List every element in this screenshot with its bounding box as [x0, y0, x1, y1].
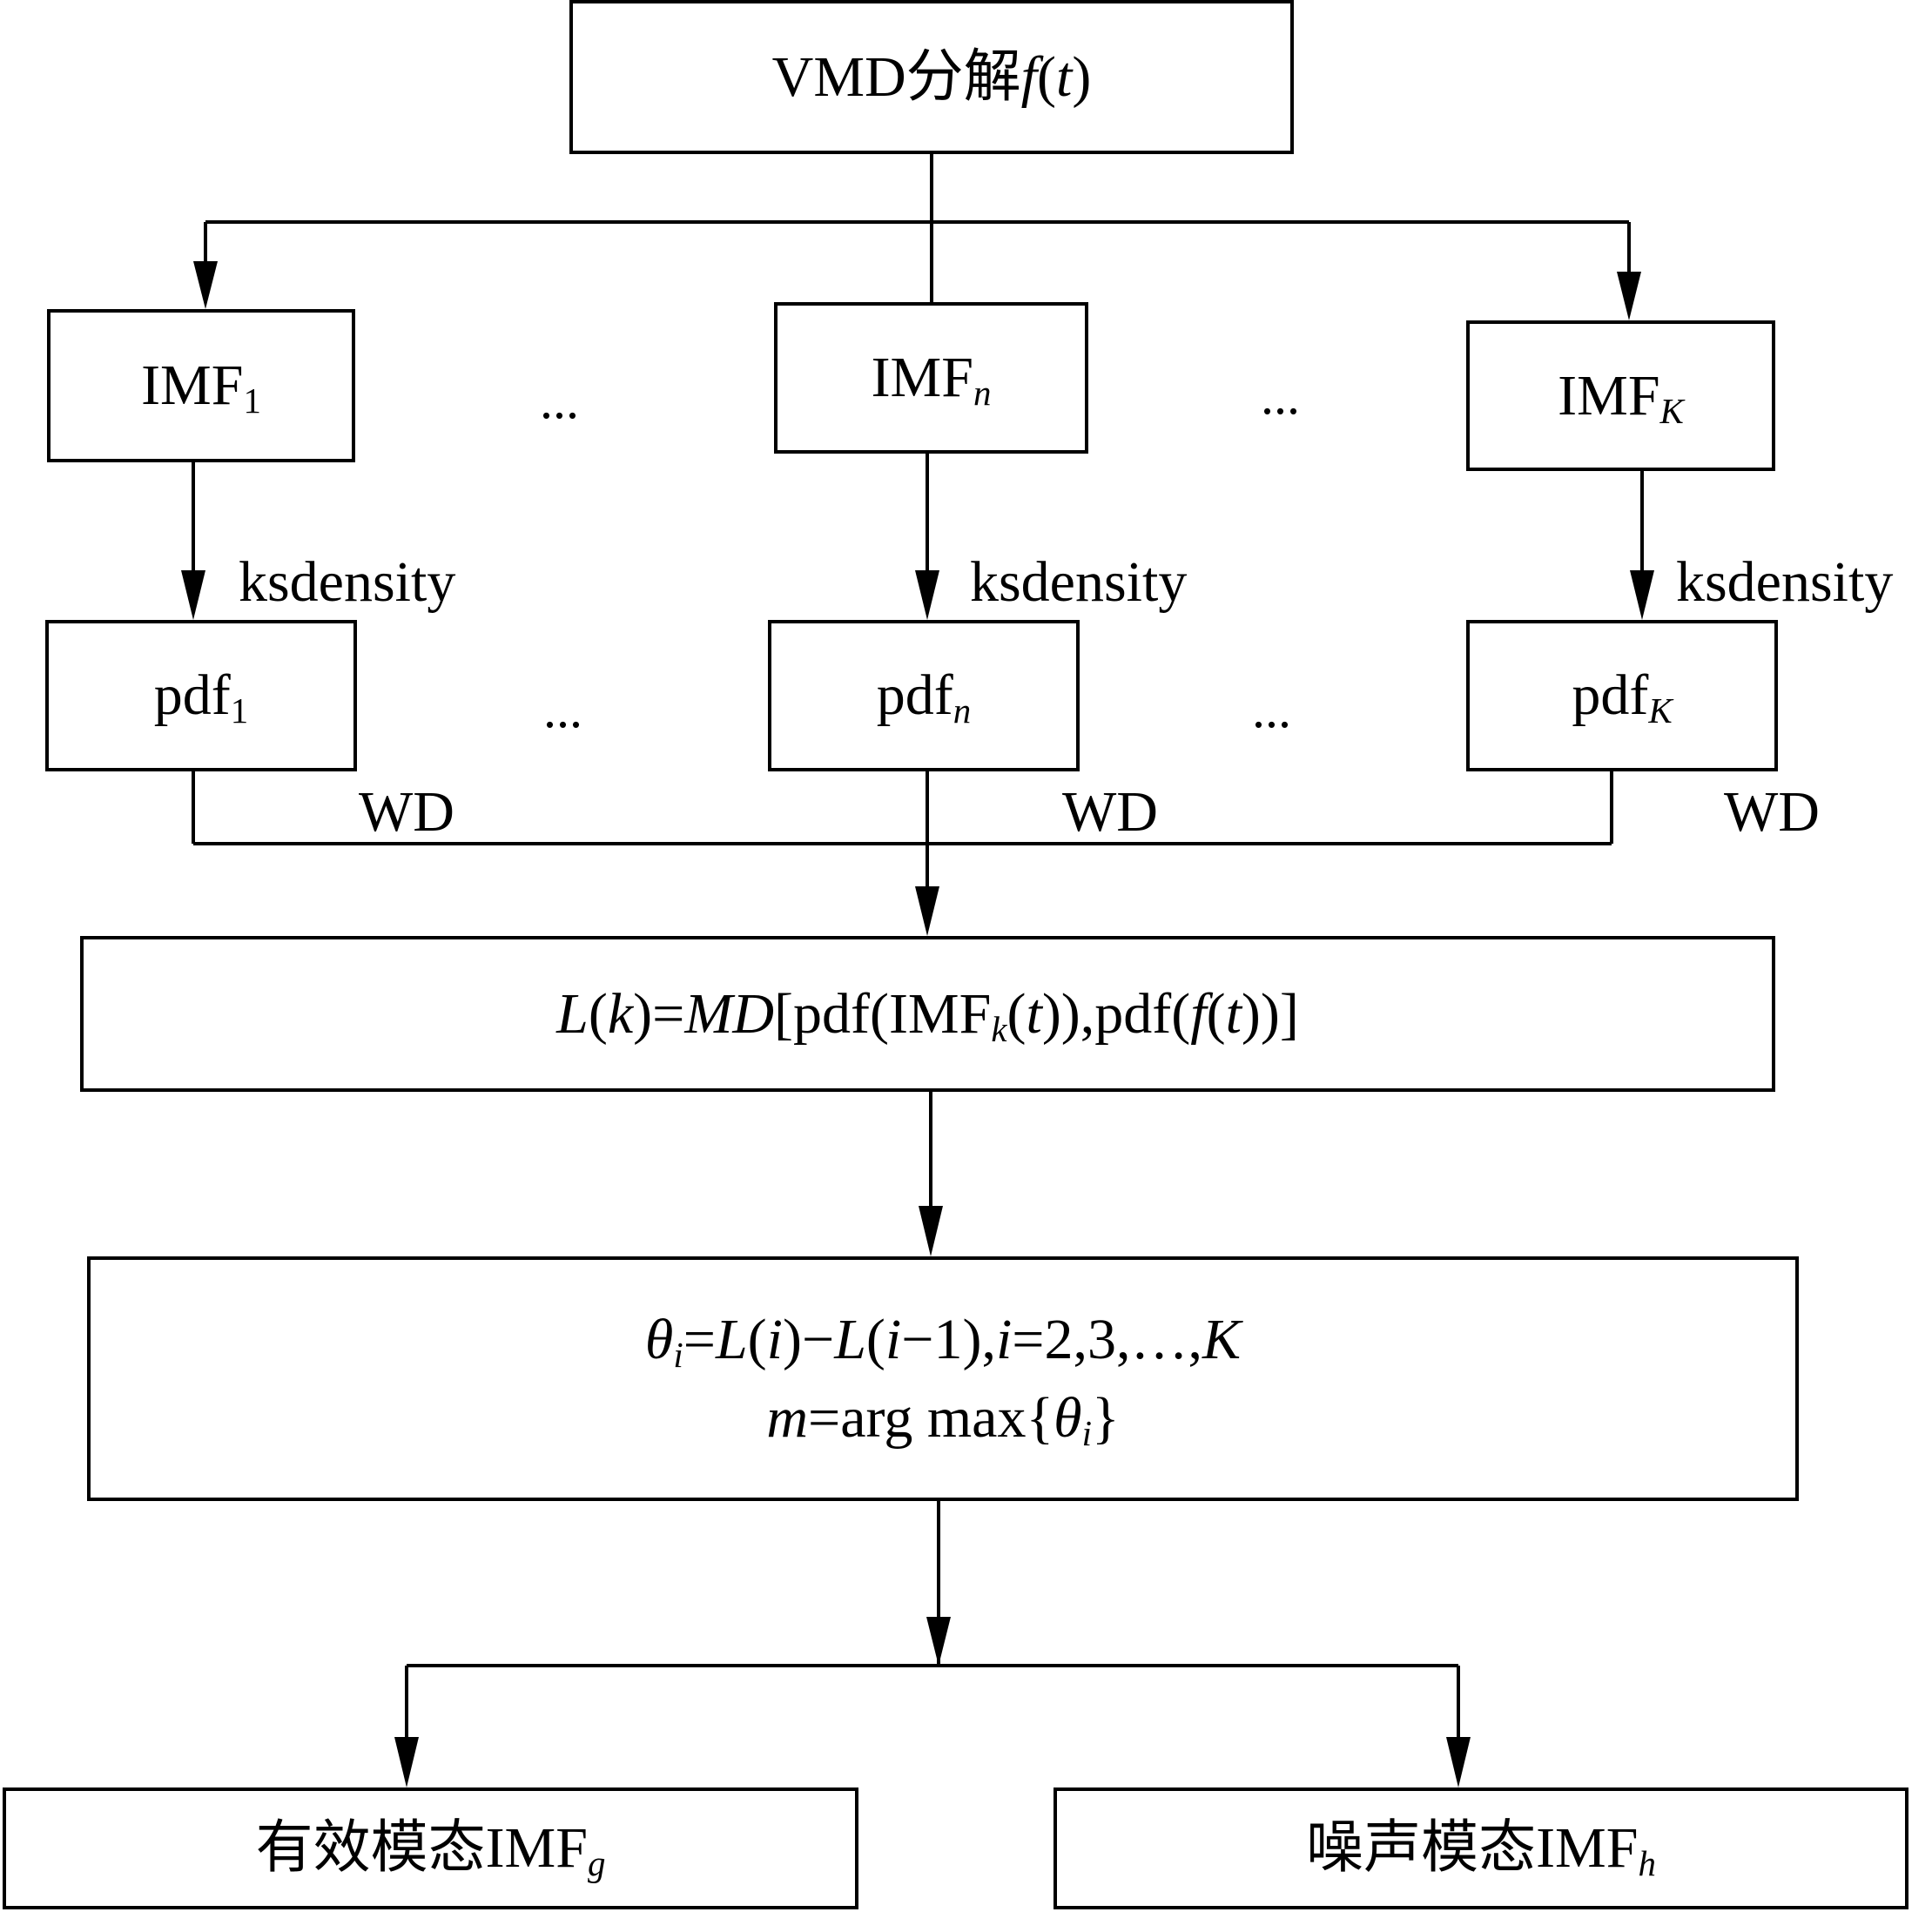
imfn-label: IMFn [871, 346, 992, 414]
noise-mode-label: 噪声模态IMFh [1306, 1816, 1656, 1884]
theta-formula-box: θi=L(i)−L(i−1),i=2,3,…,K m=arg max{θi} [87, 1256, 1799, 1501]
pdf1-label: pdf1 [153, 663, 249, 731]
ellipsis-1: ... [540, 372, 579, 429]
ksdensity-label-3: ksdensity [1676, 550, 1894, 614]
pdfK-box: pdfK [1466, 620, 1778, 771]
ellipsis-2: ... [1261, 367, 1300, 425]
vmd-label: VMD分解f(t) [771, 44, 1092, 109]
imf1-box: IMF1 [47, 309, 355, 462]
noise-mode-box: 噪声模态IMFh [1054, 1787, 1908, 1909]
imfK-box: IMFK [1466, 320, 1775, 471]
ksdensity-label-2: ksdensity [970, 550, 1188, 614]
ellipsis-3: ... [543, 681, 582, 738]
wd-label-2: WD [1062, 780, 1158, 844]
imf1-label: IMF1 [141, 353, 261, 421]
arrowhead-imf1 [193, 261, 218, 309]
arrowhead-pdfn [915, 570, 939, 620]
pdfK-label: pdfK [1572, 663, 1673, 731]
arrowhead-pdf1 [181, 570, 205, 620]
effective-mode-label: 有效模态IMFg [255, 1816, 606, 1884]
arrowhead-bottom-center [926, 1617, 951, 1666]
pdfn-label: pdfn [876, 663, 972, 731]
wd-label-1: WD [359, 780, 454, 844]
arrowhead-imfK [1617, 272, 1641, 320]
arrowhead-effective [394, 1737, 419, 1787]
wd-label-3: WD [1724, 780, 1820, 844]
ellipsis-4: ... [1252, 681, 1291, 738]
arrowhead-theta [919, 1206, 943, 1256]
l-formula-box: L(k)=MD[pdf(IMFk(t)),pdf(f(t))] [80, 936, 1775, 1092]
theta-formula-line1: θi=L(i)−L(i−1),i=2,3,…,K [644, 1308, 1242, 1376]
arrowhead-L [915, 886, 939, 936]
pdf1-box: pdf1 [45, 620, 357, 771]
effective-mode-box: 有效模态IMFg [3, 1787, 858, 1909]
l-formula: L(k)=MD[pdf(IMFk(t)),pdf(f(t))] [556, 981, 1299, 1050]
arrowhead-pdfK [1630, 570, 1654, 620]
arrowhead-noise [1446, 1737, 1471, 1787]
ksdensity-label-1: ksdensity [239, 550, 456, 614]
vmd-decomposition-box: VMD分解f(t) [569, 0, 1294, 154]
theta-formula-line2: m=arg max{θi} [766, 1385, 1120, 1453]
imfK-label: IMFK [1558, 363, 1684, 432]
pdfn-box: pdfn [768, 620, 1080, 771]
imfn-box: IMFn [774, 302, 1088, 454]
